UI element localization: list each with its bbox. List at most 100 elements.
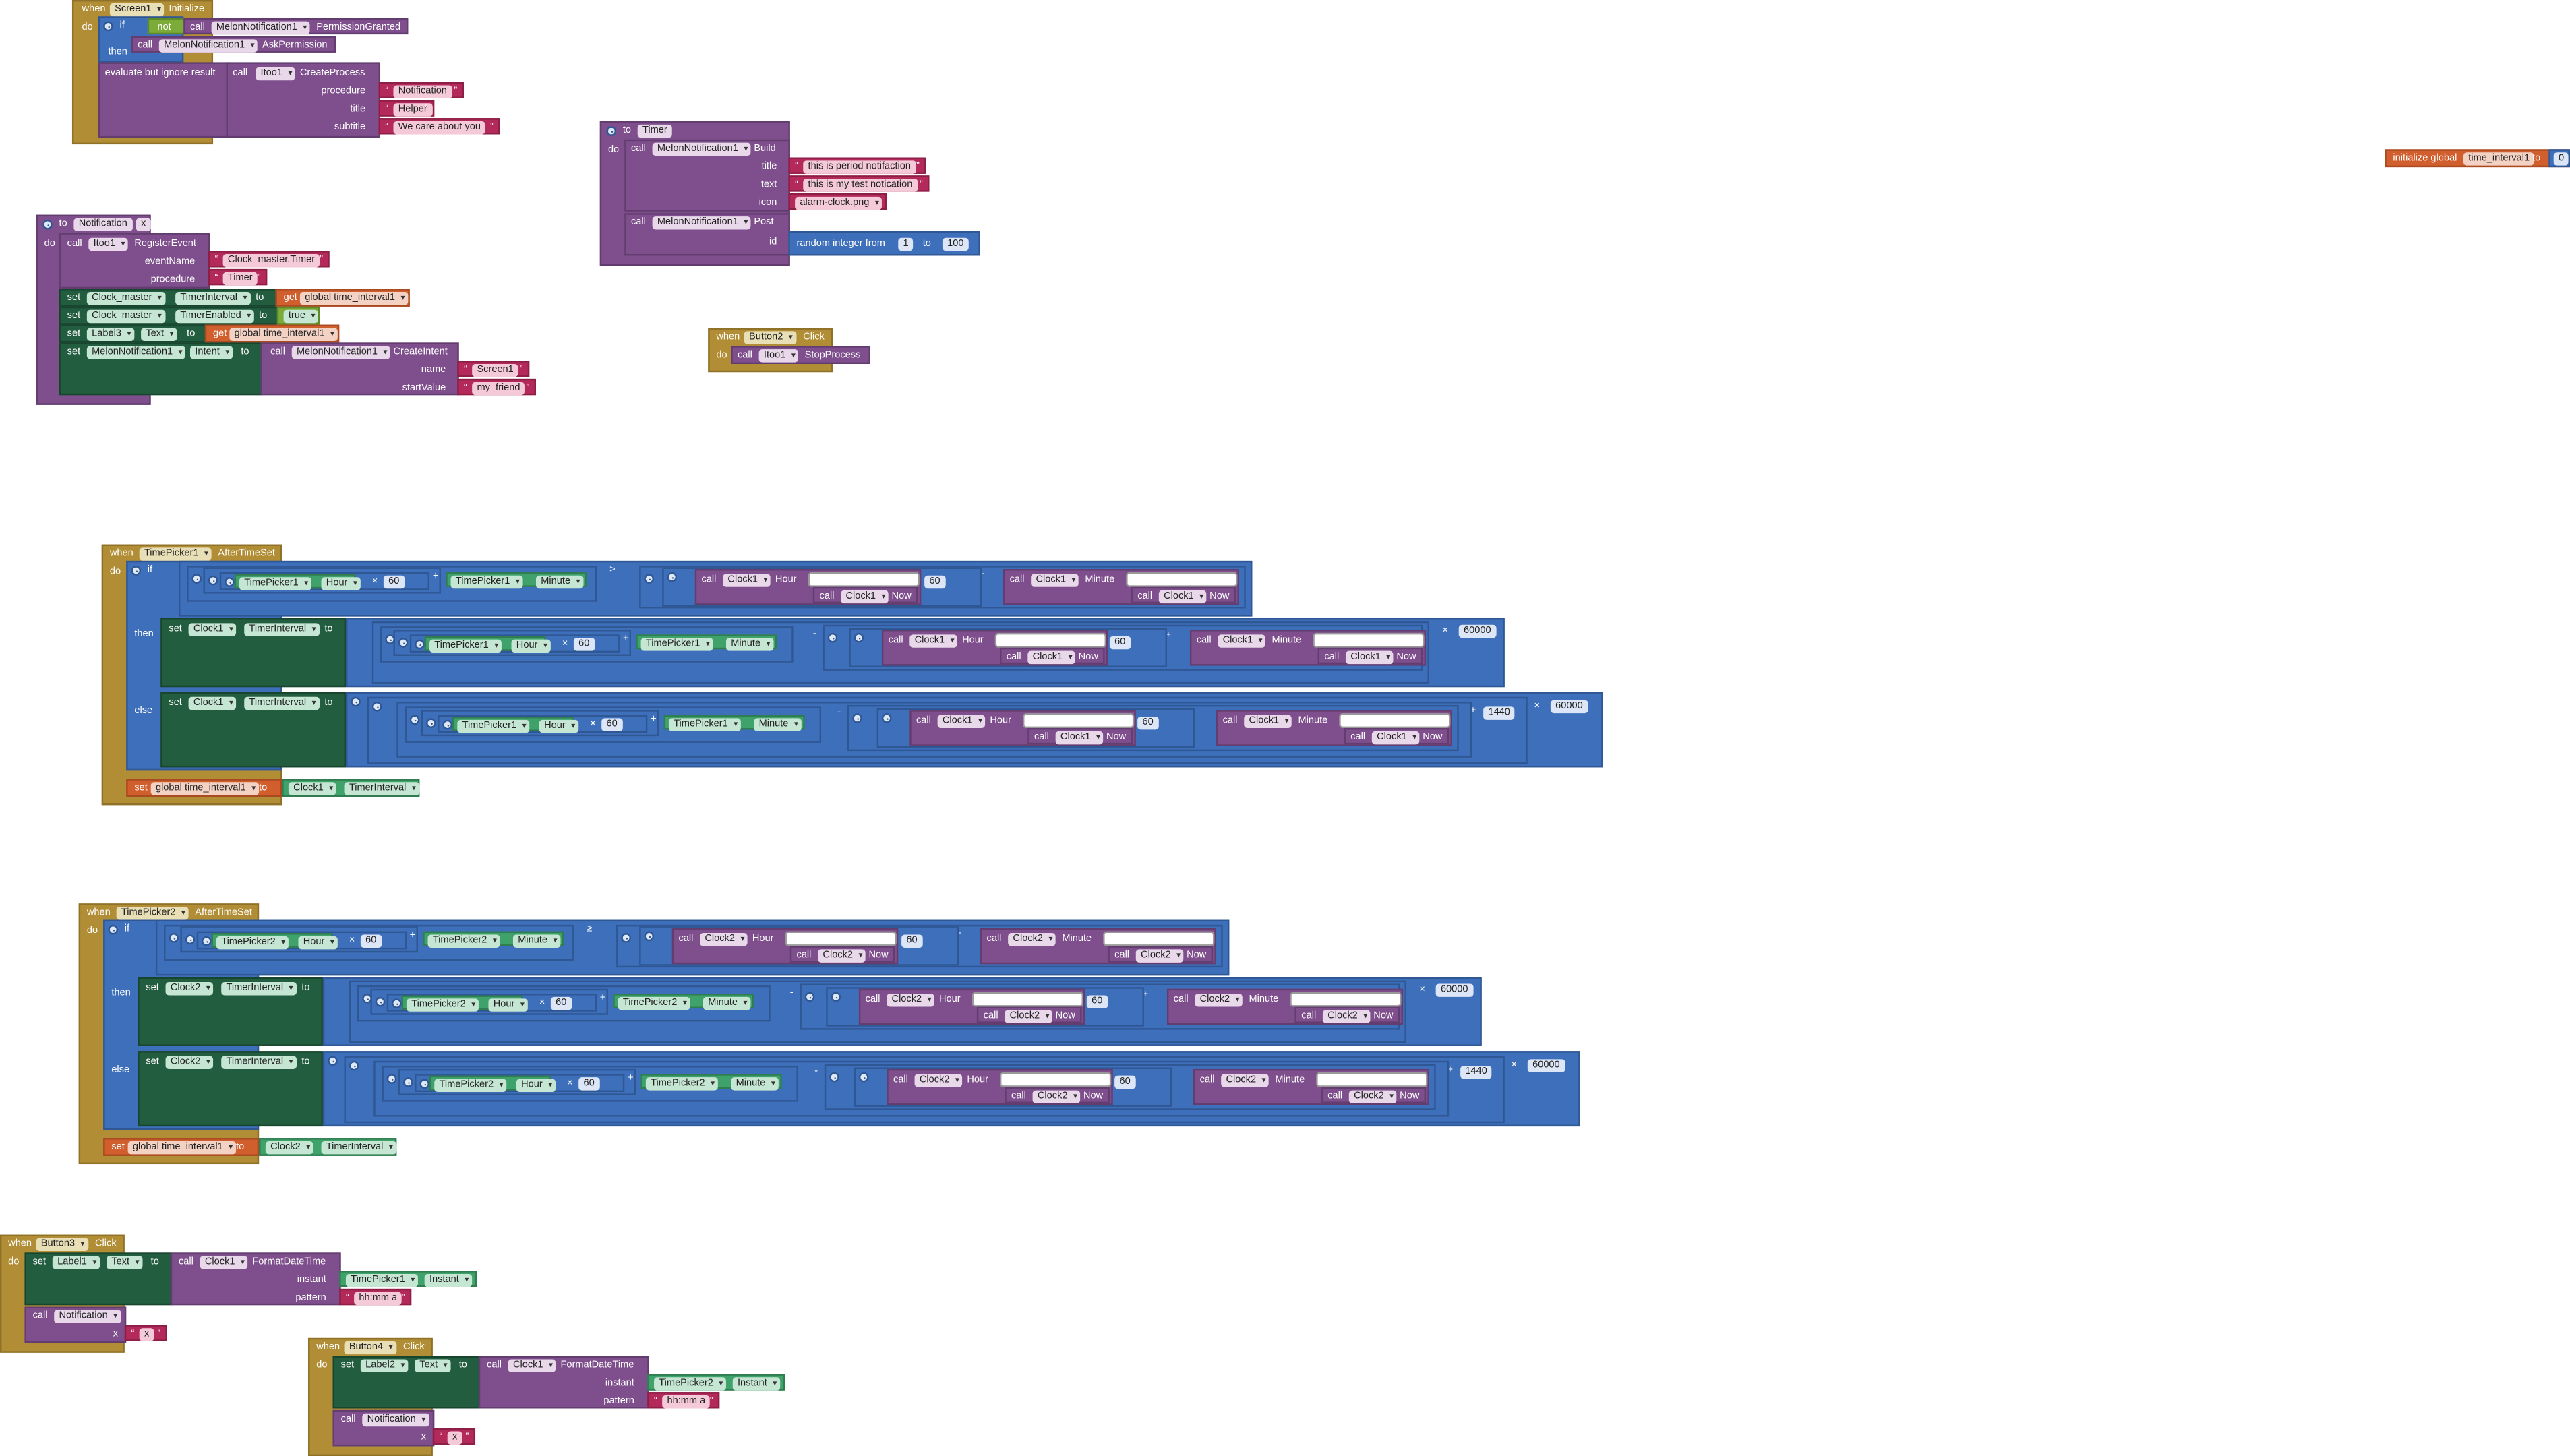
mutator-gear-icon[interactable]	[42, 219, 53, 230]
set-timer-interval-block[interactable]: set Clock_master TimerInterval to	[59, 289, 277, 307]
minute-input[interactable]	[1339, 713, 1451, 728]
component-dropdown[interactable]: MelonNotification1	[652, 216, 752, 230]
component-dropdown[interactable]: Clock2	[818, 949, 866, 963]
text-block[interactable]: “Helper”	[378, 100, 435, 117]
mutator-gear-icon[interactable]	[606, 126, 617, 136]
create-process-call[interactable]: call Itoo1 CreateProcess procedure title…	[226, 62, 381, 138]
property-dropdown[interactable]: Text	[141, 328, 177, 341]
component-dropdown[interactable]: Clock2	[887, 994, 935, 1007]
component-dropdown[interactable]: MelonNotification1	[86, 346, 186, 359]
text-value[interactable]: x	[139, 1328, 154, 1341]
mutator-gear-icon[interactable]	[831, 992, 841, 1002]
text-block[interactable]: “Screen1”	[457, 361, 530, 377]
procedure-dropdown[interactable]: Notification	[362, 1413, 429, 1427]
mutator-gear-icon[interactable]	[804, 992, 815, 1002]
initialize-global-block[interactable]: initialize global time_interval1 to	[2385, 149, 2570, 168]
hour-input[interactable]	[808, 572, 920, 587]
mutator-gear-icon[interactable]	[169, 933, 179, 943]
set-timer-interval-block[interactable]: setClock2TimerIntervalto	[138, 1051, 323, 1127]
component-dropdown[interactable]: Clock2	[165, 1056, 214, 1069]
number-value[interactable]: 60000	[1527, 1059, 1565, 1072]
component-dropdown[interactable]: Label3	[86, 328, 135, 341]
component-dropdown[interactable]: Clock2	[265, 1141, 314, 1155]
ask-permission-call[interactable]: call MelonNotification1 AskPermission	[131, 36, 336, 53]
property-dropdown[interactable]: Minute	[725, 638, 774, 651]
mutator-gear-icon[interactable]	[644, 574, 655, 584]
random-integer-block[interactable]: random integer from 1 to 100	[788, 231, 980, 256]
component-dropdown[interactable]: Clock1	[188, 696, 237, 710]
text-block[interactable]: “Clock_master.Timer”	[208, 251, 330, 268]
component-dropdown[interactable]: Clock1	[841, 590, 889, 604]
mutator-gear-icon[interactable]	[409, 715, 420, 725]
text-value[interactable]: Timer	[222, 272, 258, 286]
number-value[interactable]: 60000	[1435, 983, 1473, 997]
mutator-gear-icon[interactable]	[829, 1072, 839, 1083]
minute-input[interactable]	[1126, 572, 1238, 587]
property-dropdown[interactable]: Intent	[190, 346, 233, 359]
number-value[interactable]: 60	[578, 1077, 600, 1091]
component-getter-block[interactable]: TimePicker2Minute	[640, 1074, 782, 1091]
text-value[interactable]: hh:mm a	[662, 1395, 711, 1409]
component-dropdown[interactable]: TimePicker2	[216, 936, 289, 950]
component-getter-block[interactable]: Clock1TimerInterval	[282, 779, 420, 797]
icon-asset-dropdown[interactable]: alarm-clock.png	[795, 196, 883, 210]
component-dropdown[interactable]: Clock1	[508, 1359, 556, 1372]
parameter-name[interactable]: x	[136, 218, 151, 231]
component-dropdown[interactable]: MelonNotification1	[211, 21, 311, 35]
text-value[interactable]: We care about you	[393, 121, 486, 135]
component-dropdown[interactable]: Clock1	[909, 634, 958, 648]
notification-procedure-call[interactable]: call Notification x	[24, 1306, 127, 1343]
hour-input[interactable]	[785, 931, 897, 946]
component-dropdown[interactable]: Label1	[52, 1256, 100, 1269]
set-label-text-block[interactable]: set Label3 Text to	[59, 324, 207, 343]
register-event-call[interactable]: call Itoo1 RegisterEvent eventName proce…	[59, 233, 210, 289]
now-call[interactable]: callClock1Now	[812, 586, 918, 604]
number-value[interactable]: 60	[1114, 1075, 1136, 1089]
number-value[interactable]: 60	[1086, 995, 1108, 1008]
variable-dropdown[interactable]: global time_interval1	[150, 782, 260, 795]
component-dropdown[interactable]: MelonNotification1	[652, 142, 752, 156]
property-dropdown[interactable]: Instant	[424, 1273, 473, 1287]
number-value[interactable]: 60	[601, 718, 623, 731]
property-dropdown[interactable]: TimerInterval	[221, 1056, 297, 1069]
evaluate-ignore-block[interactable]: evaluate but ignore result	[98, 62, 230, 138]
text-block[interactable]: “x”	[432, 1428, 476, 1445]
property-dropdown[interactable]: Hour	[321, 577, 361, 590]
text-value[interactable]: Screen1	[472, 363, 519, 377]
component-dropdown[interactable]: TimePicker1	[139, 547, 212, 561]
notification-procedure-call[interactable]: call Notification x	[332, 1409, 435, 1447]
component-dropdown[interactable]: Clock2	[1135, 949, 1185, 963]
minute-call[interactable]: callClock2Minuteinstant	[1166, 988, 1404, 1025]
hour-input[interactable]	[1023, 713, 1135, 728]
number-block[interactable]: 0	[2548, 149, 2570, 168]
component-dropdown[interactable]: Clock1	[1218, 634, 1266, 648]
property-dropdown[interactable]: Instant	[732, 1377, 781, 1391]
set-timer-interval-block[interactable]: setClock1TimerIntervalto	[160, 618, 346, 688]
text-block[interactable]: “x”	[124, 1325, 167, 1341]
text-value[interactable]: this is period notifaction	[803, 160, 916, 174]
property-dropdown[interactable]: TimerInterval	[175, 291, 251, 305]
property-dropdown[interactable]: Text	[107, 1256, 143, 1269]
component-dropdown[interactable]: TimePicker2	[427, 934, 500, 948]
text-value[interactable]: hh:mm a	[354, 1292, 402, 1306]
number-value[interactable]: 60000	[1550, 700, 1588, 714]
component-dropdown[interactable]: Clock1	[1055, 731, 1104, 745]
mutator-gear-icon[interactable]	[103, 21, 113, 32]
property-dropdown[interactable]: Text	[415, 1359, 451, 1372]
component-dropdown[interactable]: Clock_master	[86, 309, 165, 324]
component-dropdown[interactable]: TimePicker1	[450, 575, 523, 589]
text-block[interactable]: “Timer”	[208, 268, 268, 286]
property-dropdown[interactable]: Hour	[298, 936, 338, 950]
now-call[interactable]: callClock1Now	[999, 647, 1105, 665]
format-datetime-call[interactable]: call Clock1 FormatDateTime instant patte…	[170, 1252, 341, 1306]
boolean-block[interactable]: true	[276, 306, 320, 325]
now-call[interactable]: callClock1Now	[1344, 727, 1450, 745]
mutator-gear-icon[interactable]	[621, 933, 631, 943]
component-dropdown[interactable]: Clock2	[1322, 1010, 1371, 1023]
now-call[interactable]: callClock2Now	[1294, 1006, 1400, 1023]
mutator-gear-icon[interactable]	[191, 574, 202, 584]
mutator-gear-icon[interactable]	[328, 1056, 338, 1066]
component-dropdown[interactable]: TimePicker2	[406, 998, 479, 1012]
component-getter-block[interactable]: TimePicker1Hour	[234, 574, 361, 590]
property-dropdown[interactable]: Hour	[516, 1079, 556, 1092]
